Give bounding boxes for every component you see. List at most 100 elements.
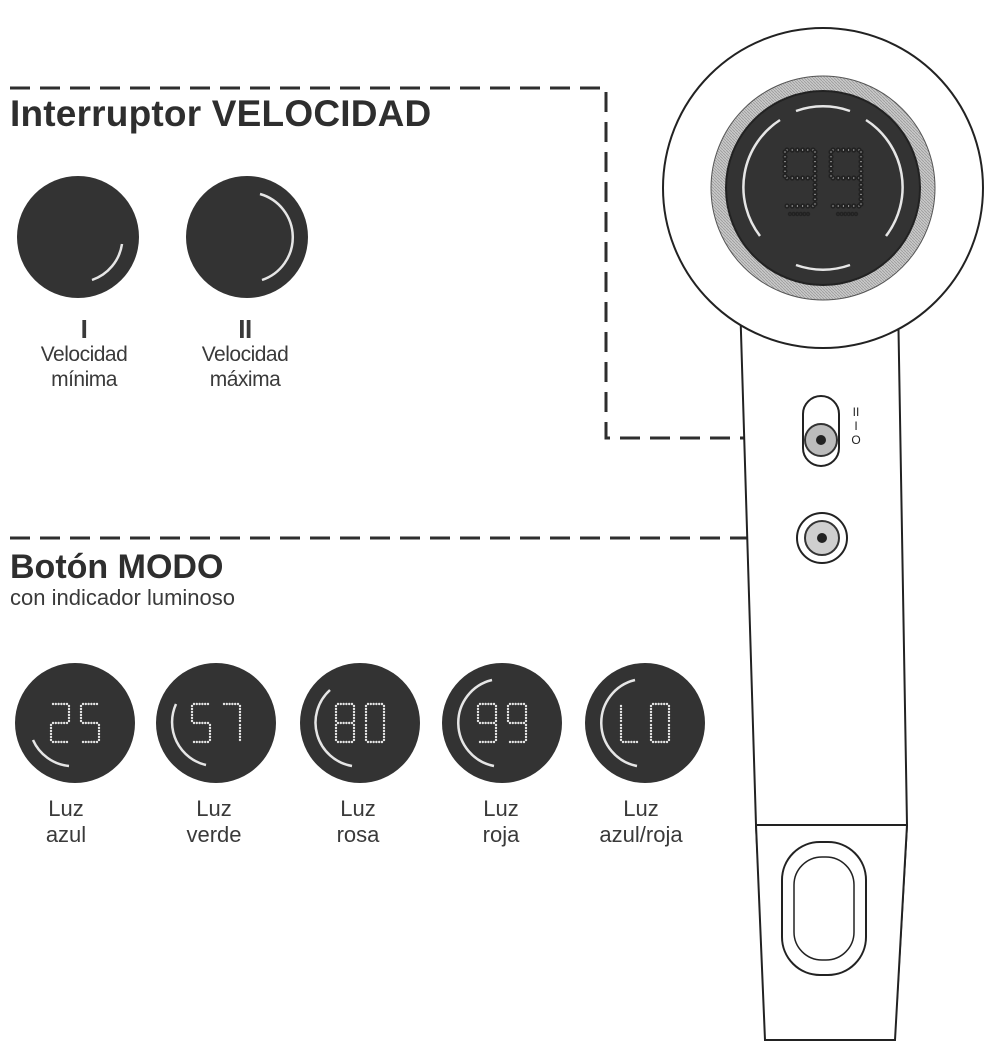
display-dot xyxy=(208,726,212,730)
display-dot xyxy=(382,723,386,727)
display-dot xyxy=(828,159,834,165)
display-dot xyxy=(812,149,818,155)
display-dot xyxy=(494,738,498,742)
display-dot xyxy=(334,729,338,733)
display-dot xyxy=(624,740,627,744)
display-dot xyxy=(375,740,378,744)
display-dot xyxy=(506,707,510,711)
display-dot xyxy=(51,702,55,706)
mode-label-azul-2: azul xyxy=(45,822,87,847)
display-dot xyxy=(334,723,338,727)
display-dot xyxy=(667,719,671,723)
display-dot xyxy=(812,182,818,188)
display-dot xyxy=(619,707,623,711)
display-dot xyxy=(369,702,372,706)
display-dot xyxy=(49,726,53,730)
mode-display-rosa xyxy=(334,702,386,744)
mode-disc-rosa xyxy=(300,663,420,783)
display-dot xyxy=(208,735,212,739)
speed-max-label-2: máxima xyxy=(209,368,281,391)
display-dot xyxy=(348,702,351,706)
mode-label-azul: Luz azul xyxy=(46,796,86,848)
display-dot xyxy=(190,716,194,720)
display-dot xyxy=(238,713,242,717)
display-dot xyxy=(238,716,242,720)
display-dot xyxy=(238,719,242,723)
display-dot xyxy=(222,702,226,706)
display-dot xyxy=(667,710,671,714)
display-dot xyxy=(858,168,864,174)
display-dot xyxy=(484,721,487,725)
display-dot xyxy=(782,173,788,179)
display-dot xyxy=(51,740,55,744)
display-dot xyxy=(524,707,528,711)
display-dot xyxy=(51,721,55,725)
display-dot xyxy=(67,719,71,723)
display-dot xyxy=(478,740,482,744)
display-dot xyxy=(494,707,498,711)
display-dot xyxy=(54,702,57,706)
display-dot xyxy=(494,735,498,739)
display-dot xyxy=(660,702,663,706)
display-dot xyxy=(619,713,623,717)
switch-mark-0: O xyxy=(851,433,861,447)
display-dot xyxy=(382,735,386,739)
display-dot xyxy=(208,732,212,736)
display-dot xyxy=(334,726,338,730)
display-dot xyxy=(65,721,69,725)
display-dot xyxy=(364,735,368,739)
display-dot xyxy=(506,716,510,720)
display-dot xyxy=(805,211,811,217)
mode-label-azul-roja-2: azul/roja xyxy=(599,822,683,847)
display-dot xyxy=(508,740,512,744)
display-dot xyxy=(60,721,63,725)
display-dot xyxy=(93,740,96,744)
display-dot xyxy=(334,704,338,708)
speed-max-label-1: Velocidad xyxy=(201,343,289,366)
hair-dryer xyxy=(662,27,984,1041)
display-dot xyxy=(336,702,340,706)
display-dot xyxy=(195,740,198,744)
display-dot xyxy=(238,738,242,742)
display-dot xyxy=(192,721,196,725)
mode-display-azul xyxy=(49,702,101,744)
display-dot xyxy=(506,719,510,723)
display-dot xyxy=(812,163,818,169)
display-dot xyxy=(231,702,234,706)
display-dot xyxy=(364,726,368,730)
display-dot xyxy=(198,702,201,706)
display-dot xyxy=(851,175,857,181)
display-dot xyxy=(372,702,375,706)
display-dot xyxy=(794,175,801,181)
display-dot xyxy=(812,196,818,202)
display-dot xyxy=(840,203,847,209)
display-dot xyxy=(487,721,490,725)
display-dot xyxy=(522,702,526,706)
display-dot xyxy=(795,211,800,217)
display-dot xyxy=(476,719,480,723)
mode-disc-roja xyxy=(442,663,562,783)
display-dot xyxy=(846,211,851,217)
switch-mark-2: II xyxy=(852,405,860,419)
display-dot xyxy=(342,702,345,706)
display-dot xyxy=(67,716,71,720)
display-dot xyxy=(95,721,99,725)
display-dot xyxy=(858,154,864,160)
display-dot xyxy=(828,154,834,160)
display-dot xyxy=(782,163,788,169)
display-dot xyxy=(90,721,93,725)
display-dot xyxy=(382,729,386,733)
speed-min-disc xyxy=(17,176,139,298)
display-dot xyxy=(57,702,60,706)
display-dot xyxy=(208,729,212,733)
display-dot xyxy=(49,732,53,736)
display-dot xyxy=(225,702,228,706)
display-dot xyxy=(87,740,90,744)
mode-disc-azul-roja xyxy=(585,663,705,783)
display-dot xyxy=(79,716,83,720)
display-dot xyxy=(800,147,806,153)
display-dot xyxy=(238,735,242,739)
display-dot xyxy=(619,735,623,739)
display-dot xyxy=(524,713,528,717)
display-dot xyxy=(339,721,342,725)
